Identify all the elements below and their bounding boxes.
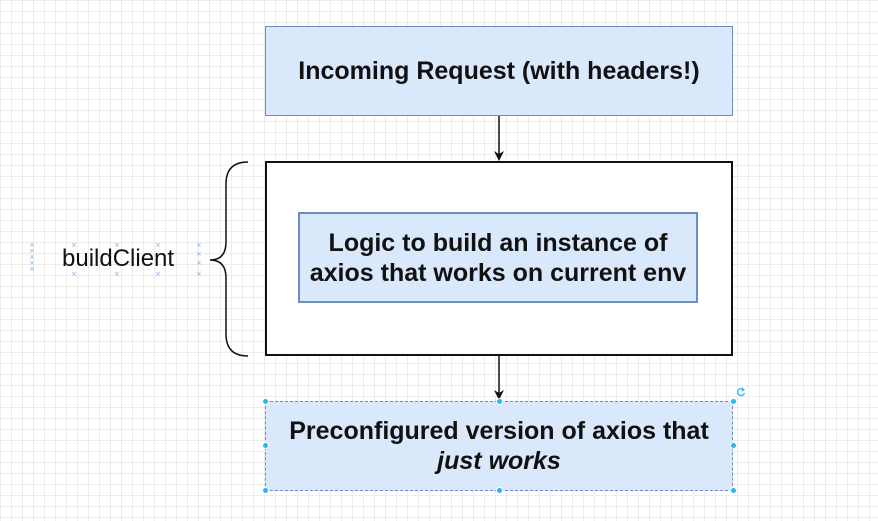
rotate-handle-icon[interactable]	[737, 387, 746, 397]
selection-handle-top-right[interactable]	[730, 398, 737, 405]
curly-brace[interactable]	[209, 161, 249, 357]
svg-text:×: ×	[196, 259, 202, 267]
svg-text:×: ×	[196, 250, 202, 258]
svg-text:×: ×	[71, 270, 77, 278]
svg-text:×: ×	[29, 241, 35, 249]
selection-handle-middle-left[interactable]	[262, 442, 269, 449]
svg-text:×: ×	[114, 241, 120, 249]
incoming-request-box[interactable]: Incoming Request (with headers!)	[265, 26, 733, 116]
axios-logic-label: Logic to build an instance of axios that…	[309, 228, 687, 287]
svg-text:×: ×	[29, 247, 35, 255]
selection-handle-bottom-right[interactable]	[730, 487, 737, 494]
preconfigured-axios-label: Preconfigured version of axios that just…	[266, 416, 732, 476]
svg-text:×: ×	[71, 241, 77, 249]
selection-markers: ××××× ×× ×× ×× ××××	[29, 241, 202, 278]
svg-text:×: ×	[29, 253, 35, 261]
incoming-request-label: Incoming Request (with headers!)	[298, 57, 700, 85]
preconfigured-axios-box[interactable]: Preconfigured version of axios that just…	[265, 401, 733, 491]
selection-handle-top-center[interactable]	[496, 398, 503, 405]
svg-text:×: ×	[29, 265, 35, 273]
svg-text:×: ×	[29, 259, 35, 267]
axios-logic-box[interactable]: Logic to build an instance of axios that…	[298, 212, 698, 303]
selection-handle-bottom-left[interactable]	[262, 487, 269, 494]
svg-text:×: ×	[155, 241, 161, 249]
preconfigured-axios-label-prefix: Preconfigured version of axios that	[289, 417, 709, 445]
svg-text:×: ×	[196, 241, 202, 249]
svg-text:×: ×	[114, 270, 120, 278]
build-client-label[interactable]: buildClient	[62, 245, 175, 272]
svg-text:×: ×	[155, 270, 161, 278]
selection-handle-bottom-center[interactable]	[496, 487, 503, 494]
svg-text:×: ×	[196, 270, 202, 278]
selection-handle-middle-right[interactable]	[730, 442, 737, 449]
selection-handle-top-left[interactable]	[262, 398, 269, 405]
preconfigured-axios-label-emphasis: just works	[437, 447, 561, 475]
